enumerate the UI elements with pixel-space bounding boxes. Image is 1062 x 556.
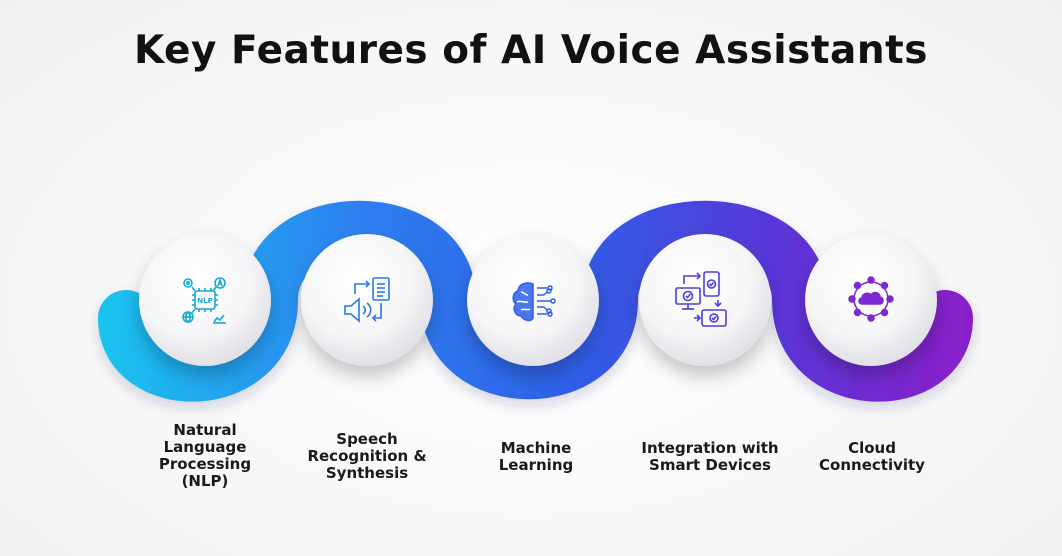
feature-label-nlp: Natural Language Processing (NLP) bbox=[125, 422, 285, 490]
label-line: Learning bbox=[498, 456, 574, 474]
svg-text:NLP: NLP bbox=[197, 297, 212, 305]
label-line: Connectivity bbox=[819, 456, 925, 474]
feature-node-2 bbox=[301, 234, 433, 366]
label-line: Integration with bbox=[641, 439, 779, 457]
label-line: Machine bbox=[500, 439, 572, 457]
label-line: (NLP) bbox=[181, 472, 229, 490]
label-line: Speech bbox=[336, 430, 398, 448]
feature-node-1 bbox=[139, 234, 271, 366]
nlp-icon: NLP bbox=[182, 277, 226, 324]
label-line: Processing bbox=[158, 455, 252, 473]
cloud-icon bbox=[848, 276, 894, 322]
label-line: Smart Devices bbox=[649, 456, 771, 474]
speech-icon bbox=[344, 277, 390, 323]
feature-label-cloud: Cloud Connectivity bbox=[792, 440, 952, 474]
brain-icon bbox=[512, 282, 556, 322]
feature-node-4 bbox=[639, 234, 771, 366]
label-line: Language bbox=[163, 438, 247, 456]
page-title: Key Features of AI Voice Assistants bbox=[134, 28, 928, 73]
devices-icon bbox=[675, 271, 727, 327]
feature-label-ml: Machine Learning bbox=[456, 440, 616, 474]
label-line: Natural bbox=[173, 421, 237, 439]
label-line: Synthesis bbox=[325, 464, 409, 482]
feature-label-speech: Speech Recognition & Synthesis bbox=[287, 431, 447, 482]
label-line: Recognition & bbox=[307, 447, 427, 465]
feature-label-devices: Integration with Smart Devices bbox=[625, 440, 795, 474]
label-line: Cloud bbox=[848, 439, 896, 457]
